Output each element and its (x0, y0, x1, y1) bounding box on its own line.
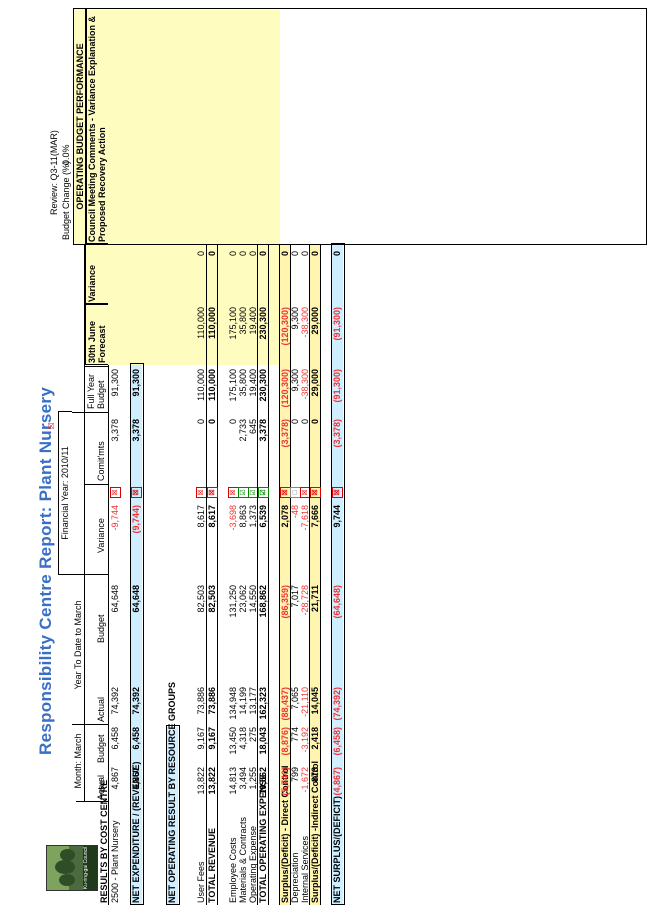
col-ytd-actual: Actual (96, 696, 106, 722)
col-ytd-budget: Budget (96, 614, 106, 643)
perf-variance-header: Variance (87, 264, 97, 302)
flag-icon: ☒ (310, 487, 322, 498)
net-expenditure-row: NET EXPENDITURE / (REVENUE) 4,867 6,458 … (131, 369, 143, 903)
flag-icon: ☒ (47, 422, 56, 430)
table-row: Surplus/(Deficit) - Direct Control(5,740… (280, 251, 292, 903)
table-row: NET SURPLUS/(DEFICIT)(4,867)(6,458)(74,3… (332, 251, 344, 903)
report-sheet: Ku-ring-gai Council Responsibility Centr… (6, 8, 647, 905)
flag-icon: ☒ (131, 487, 143, 498)
flag-icon: ☒ (207, 487, 219, 498)
flag-icon: ☒ (332, 487, 344, 498)
check-icon: ☑ (258, 487, 270, 498)
results-heading: RESULTS BY COST CENTRE (99, 779, 109, 903)
month-header: Month: March (73, 733, 83, 789)
col-ytd-variance: Variance (96, 518, 106, 553)
budget-change-value: 0.0% (61, 144, 71, 165)
col-fy-budget: Full Year Budget (86, 373, 106, 409)
flag-icon: ☒ (110, 487, 122, 498)
cost-centre-row: 2500 - Plant Nursery 4,867 6,458 74,392 … (110, 369, 122, 903)
col-forecast: 30th June Forecast (87, 320, 107, 363)
col-commits: Comit'mts (96, 441, 106, 481)
financial-year: Financial Year: 2010/11 (58, 411, 72, 575)
resource-heading: NET OPERATING RESULT BY RESOURCE GROUPS (167, 681, 177, 903)
page-title: Responsibility Centre Report: Plant Nurs… (36, 386, 55, 755)
review-label: Review: Q3-11(MAR) (49, 130, 59, 215)
ytd-header: Year To Date to March (73, 600, 83, 690)
council-logo: Ku-ring-gai Council (46, 845, 98, 891)
col-month-budget: Budget (96, 734, 106, 763)
comments-area (107, 8, 647, 245)
perf-comments-header: Council Meeting Comments - Variance Expl… (87, 15, 107, 242)
budget-change-label: Budget Change (%) (61, 160, 71, 240)
logo-text: Ku-ring-gai Council (83, 846, 97, 890)
